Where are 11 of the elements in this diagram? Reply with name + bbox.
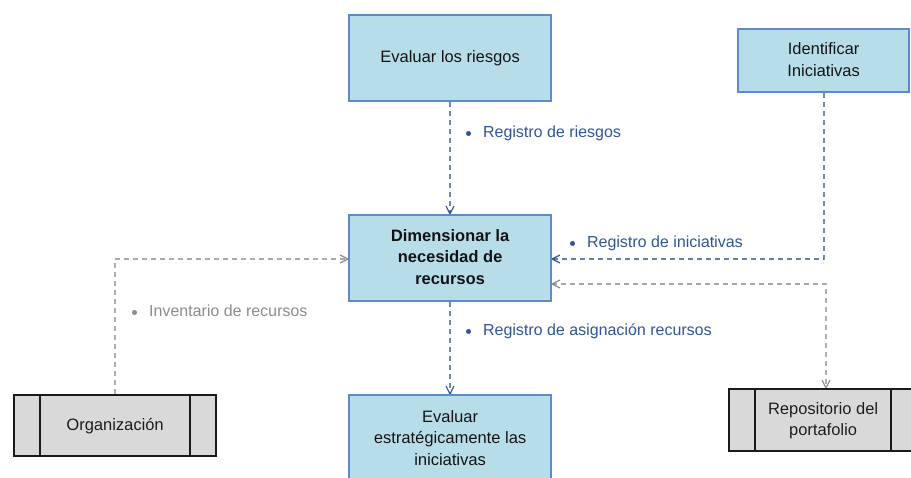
process-box: Evaluar los riesgos <box>348 14 552 102</box>
arrow <box>114 254 349 394</box>
data-store-box: Repositorio del portafolio <box>728 388 911 452</box>
process-box: Evaluar estratégicamente las iniciativas <box>348 394 552 478</box>
arrow <box>551 279 831 389</box>
data-store-box: Organización <box>13 394 217 457</box>
arrow <box>445 102 455 215</box>
arrow <box>551 93 825 264</box>
arrow <box>445 302 455 395</box>
process-box: Dimensionar la necesidad de recursos <box>348 214 552 302</box>
process-box: Identificar Iniciativas <box>737 28 910 93</box>
